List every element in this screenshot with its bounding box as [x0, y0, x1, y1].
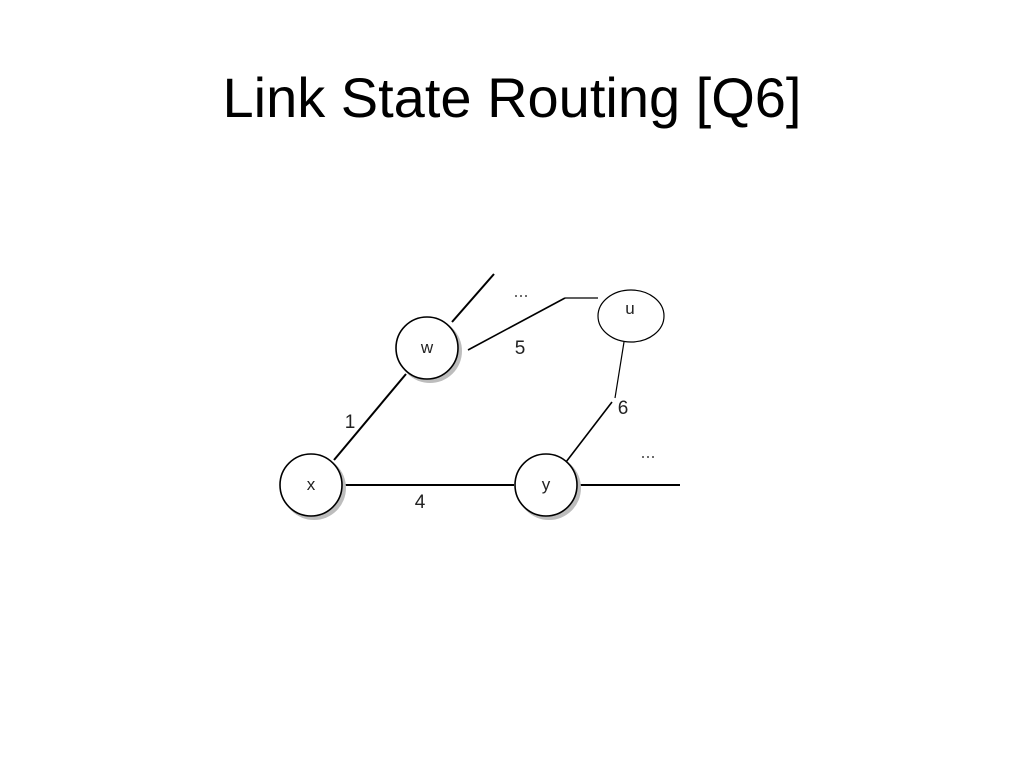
ellipsis-right: ... [640, 442, 655, 462]
edge-w-upper [451, 273, 495, 323]
edge-u-y-bottom [565, 401, 613, 463]
weight-w-x: 1 [345, 412, 356, 433]
weight-u-y: 6 [618, 398, 629, 419]
node-w: w [395, 316, 462, 383]
node-x: x [279, 453, 346, 520]
node-x-label: x [307, 475, 316, 494]
weight-w-u: 5 [515, 338, 526, 359]
node-u: u [597, 289, 665, 343]
edge-u-y-top [614, 341, 625, 399]
node-w-label: w [420, 338, 434, 357]
node-u-label: u [625, 299, 634, 318]
edge-w-u [467, 297, 566, 351]
node-y-label: y [542, 475, 551, 494]
weight-x-y: 4 [415, 492, 426, 513]
edge-w-x [333, 373, 407, 461]
node-y: y [514, 453, 581, 520]
slide-title: Link State Routing [Q6] [222, 66, 802, 129]
ellipsis-top: ... [513, 281, 528, 301]
